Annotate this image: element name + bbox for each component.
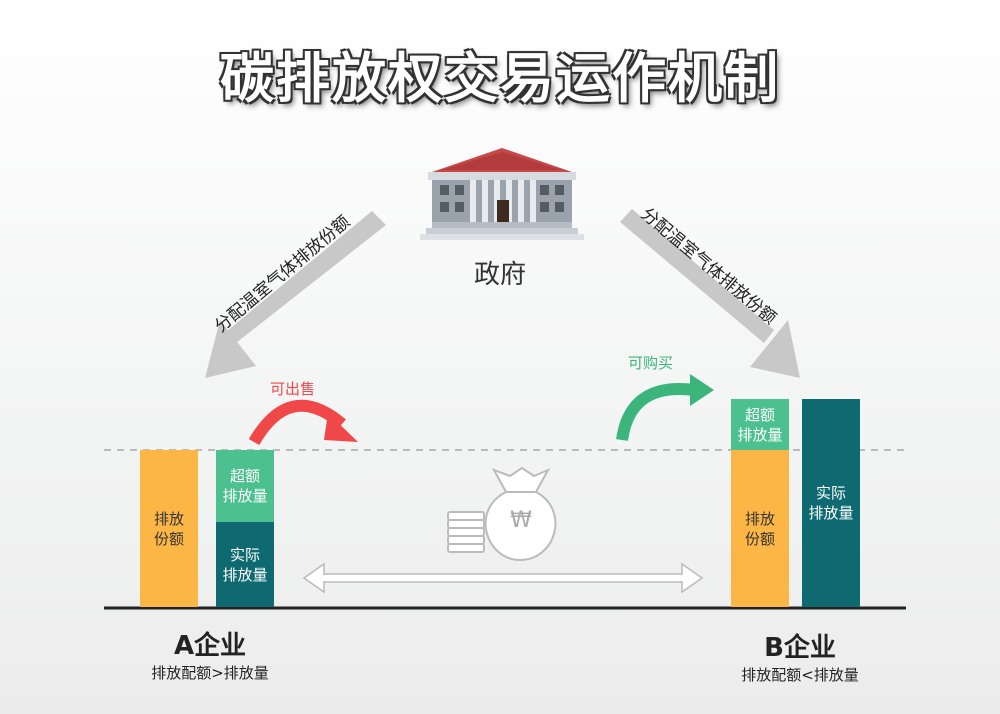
company-b-actual-bar: 实际排放量 [802,399,860,607]
left-allocation-arrow [205,211,386,378]
company-b-name: B企业 [764,633,836,663]
buy-arrow-icon [616,374,714,442]
company-b-note: 排放配额<排放量 [741,666,859,684]
company-b-excess-bar: 超额排放量 [731,399,789,450]
right-allocation-arrow [620,209,800,378]
company-b-action-label: 可购买 [628,354,674,372]
company-a-note: 排放配额>排放量 [151,664,269,682]
company-a-actual-bar: 实际排放量 [216,522,274,607]
government-label: 政府 [473,260,526,290]
money-bag-icon [447,466,557,562]
company-a-quota-bar: 排放份额 [140,450,198,607]
government-building-icon [420,148,584,240]
company-a-excess-bar: 超额排放量 [216,450,274,522]
trade-double-arrow [302,562,704,594]
currency-symbol: ₩ [510,508,532,533]
page-title: 碳排放权交易运作机制 [220,47,780,110]
company-a-action-label: 可出售 [270,380,316,398]
company-a-name: A企业 [173,631,247,661]
sell-arrow-icon [248,399,358,446]
company-b-quota-bar: 排放份额 [731,450,789,607]
